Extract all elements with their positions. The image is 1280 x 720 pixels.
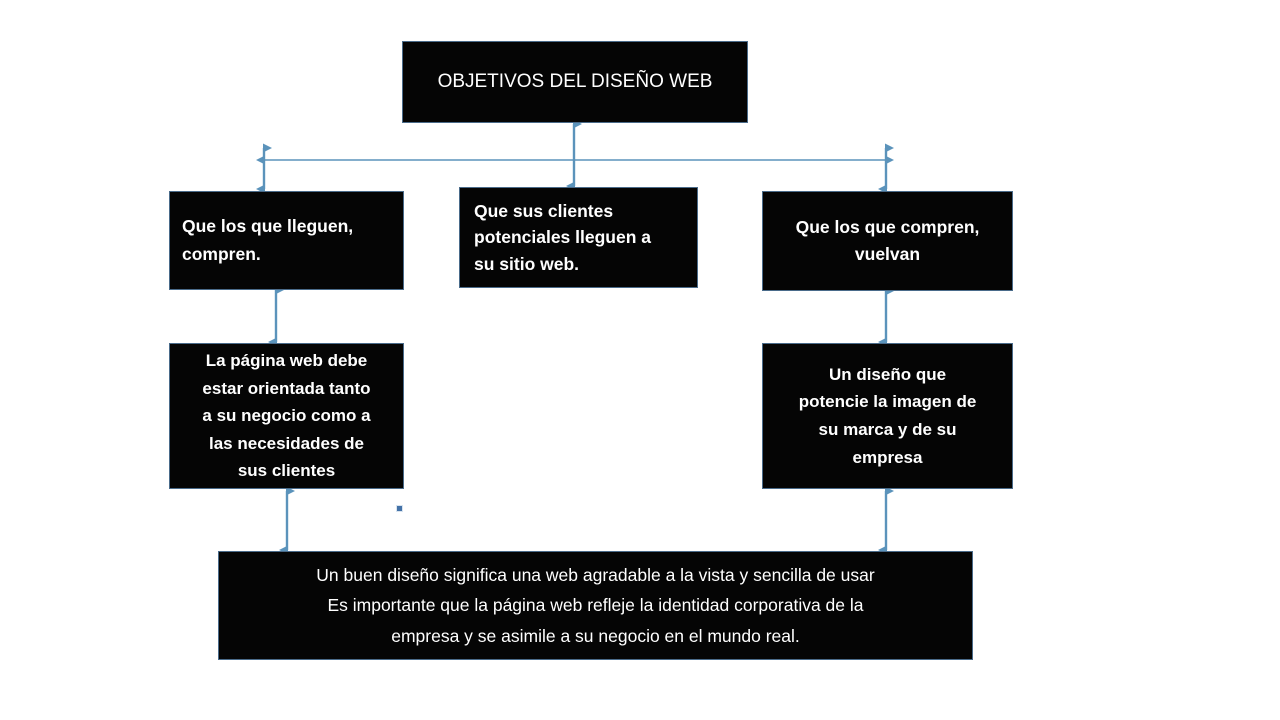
node-pagina-orientada-negocio[interactable]: La página web debe estar orientada tanto… [169, 343, 404, 489]
node-t3-left-text: La página web debe estar orientada tanto… [202, 351, 371, 481]
node-objetivos-title[interactable]: OBJETIVOS DEL DISEÑO WEB [402, 41, 748, 123]
node-diseno-imagen-marca[interactable]: Un diseño que potencie la imagen de su m… [762, 343, 1013, 489]
node-que-compren-vuelvan[interactable]: Que los que compren, vuelvan [762, 191, 1013, 291]
node-bottom-text: Un buen diseño significa una web agradab… [316, 565, 875, 646]
node-title-text: OBJETIVOS DEL DISEÑO WEB [437, 70, 713, 92]
node-t2-right-text: Que los que compren, vuelvan [795, 216, 980, 264]
node-que-lleguen-compren[interactable]: Que los que lleguen, compren. [169, 191, 404, 290]
node-t2-middle-text: Que sus clientes potenciales lleguen a s… [474, 201, 651, 274]
node-t3-right-text: Un diseño que potencie la imagen de su m… [798, 364, 977, 467]
node-buen-diseno-conclusion[interactable]: Un buen diseño significa una web agradab… [218, 551, 973, 660]
node-clientes-potenciales[interactable]: Que sus clientes potenciales lleguen a s… [459, 187, 698, 288]
selection-handle-icon[interactable] [396, 505, 403, 512]
node-t2-left-text: Que los que lleguen, compren. [182, 216, 354, 264]
